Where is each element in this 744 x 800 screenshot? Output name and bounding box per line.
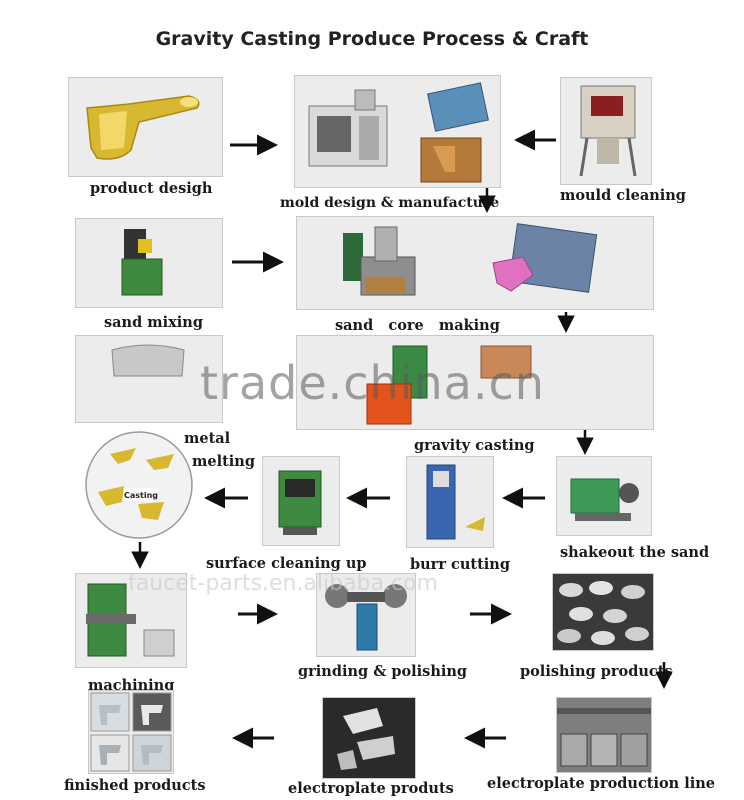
shakeout-image (556, 456, 652, 536)
finished-products-image (88, 690, 174, 774)
step-label-melting: melting (192, 453, 255, 470)
step-label-sand-mixing: sand mixing (104, 314, 203, 331)
step-label-product-design: product desigh (90, 180, 213, 197)
burr-cutting-image (406, 456, 494, 548)
step-label-gravity-casting: gravity casting (414, 437, 535, 454)
casting-products-image: Casting (84, 430, 194, 540)
sand-core-making-image (296, 216, 654, 310)
casting-badge: Casting (124, 491, 158, 500)
step-label-mould-cleaning: mould cleaning (560, 187, 686, 204)
sand-mixing-image (75, 218, 223, 308)
step-label-electroplate-line: electroplate production line (487, 775, 716, 792)
surface-cleaning-image (262, 456, 340, 546)
mold-design-image (294, 75, 501, 188)
grinding-image (316, 573, 416, 657)
step-label-finished-products: finished products (64, 777, 206, 794)
step-label-surface-cleaning: surface cleaning up (206, 555, 367, 572)
electroplate-line-image (556, 697, 652, 773)
product-design-image (68, 77, 223, 177)
step-label-burr-cutting: burr cutting (410, 556, 510, 573)
step-label-polishing-products: polishing products (520, 663, 673, 680)
step-label-sand-core-making: sand core making (335, 317, 500, 334)
watermark-main: trade.china.cn (200, 356, 545, 410)
metal-melting-image (75, 335, 223, 423)
mould-cleaning-image (560, 77, 652, 185)
electroplate-products-image (322, 697, 416, 779)
gravity-casting-image (296, 335, 654, 430)
watermark-secondary: faucet-parts.en.alibaba.com (128, 571, 438, 596)
step-label-grinding: grinding & polishing (298, 663, 468, 680)
diagram-title: Gravity Casting Produce Process & Craft (155, 28, 589, 50)
step-label-electroplate-products: electroplate produts (288, 780, 454, 797)
step-label-metal: metal (184, 430, 231, 447)
step-label-mold-design: mold design & manufacture (280, 195, 500, 211)
step-label-shakeout: shakeout the sand (560, 544, 710, 561)
polishing-products-image (552, 573, 654, 651)
step-label-machining: machining (88, 677, 175, 694)
machining-image (75, 573, 187, 668)
